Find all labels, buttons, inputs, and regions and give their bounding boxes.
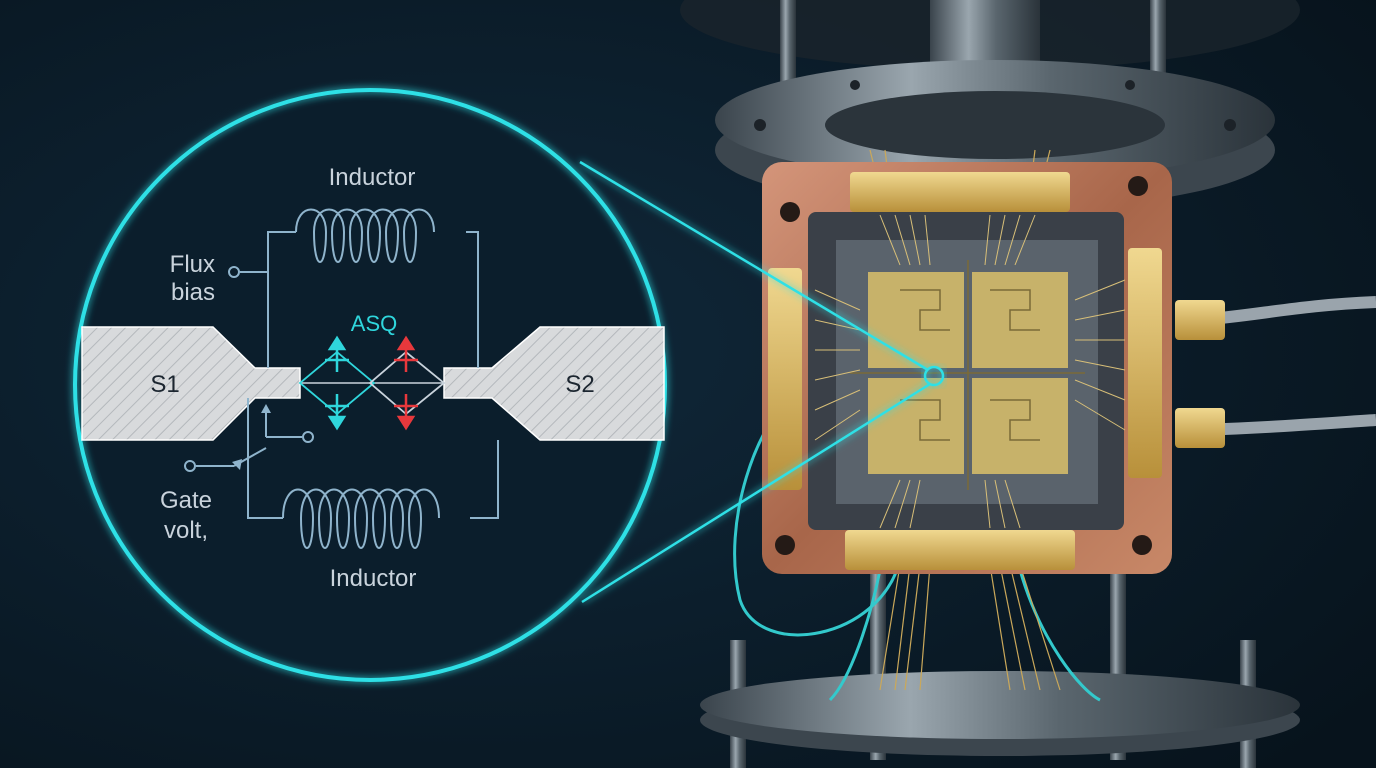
chip-package — [762, 162, 1172, 574]
gate-volt-label-line1: Gate — [160, 487, 212, 514]
electrode-s1 — [81, 326, 301, 441]
clamp-right — [1128, 248, 1162, 478]
flux-bias-terminal — [228, 266, 240, 278]
magnifier-circle — [73, 88, 667, 682]
center-column — [930, 0, 1040, 70]
flux-bias-label-line1: Flux — [170, 251, 215, 278]
spin-down-icon — [394, 335, 418, 431]
flux-bias-label-line2: bias — [171, 279, 215, 306]
zoom-target-marker — [923, 365, 945, 387]
clamp-bottom — [845, 530, 1075, 570]
inductor-bottom-label: Inductor — [330, 565, 417, 592]
clamp-top — [850, 172, 1070, 212]
electrode-s2 — [443, 326, 665, 441]
inductor-coil-top — [295, 208, 435, 263]
gate-voltage-terminal — [184, 460, 196, 472]
gate-volt-label-line2: volt, — [164, 517, 208, 544]
sma-connector — [1175, 408, 1225, 448]
zoom-lines — [579, 160, 931, 604]
asq-label: ASQ — [351, 311, 397, 336]
arrow-up-icon — [261, 404, 271, 413]
arrow-icon — [232, 459, 242, 470]
s2-label: S2 — [565, 371, 594, 398]
clamp-left — [768, 268, 802, 490]
asq-junction — [298, 335, 446, 431]
sma-connector — [1175, 300, 1225, 340]
inductor-top-label: Inductor — [329, 164, 416, 191]
spin-up-icon — [325, 335, 349, 431]
s1-label: S1 — [150, 371, 179, 398]
inductor-coil-bottom — [282, 488, 440, 549]
circuit-wires — [240, 231, 499, 519]
